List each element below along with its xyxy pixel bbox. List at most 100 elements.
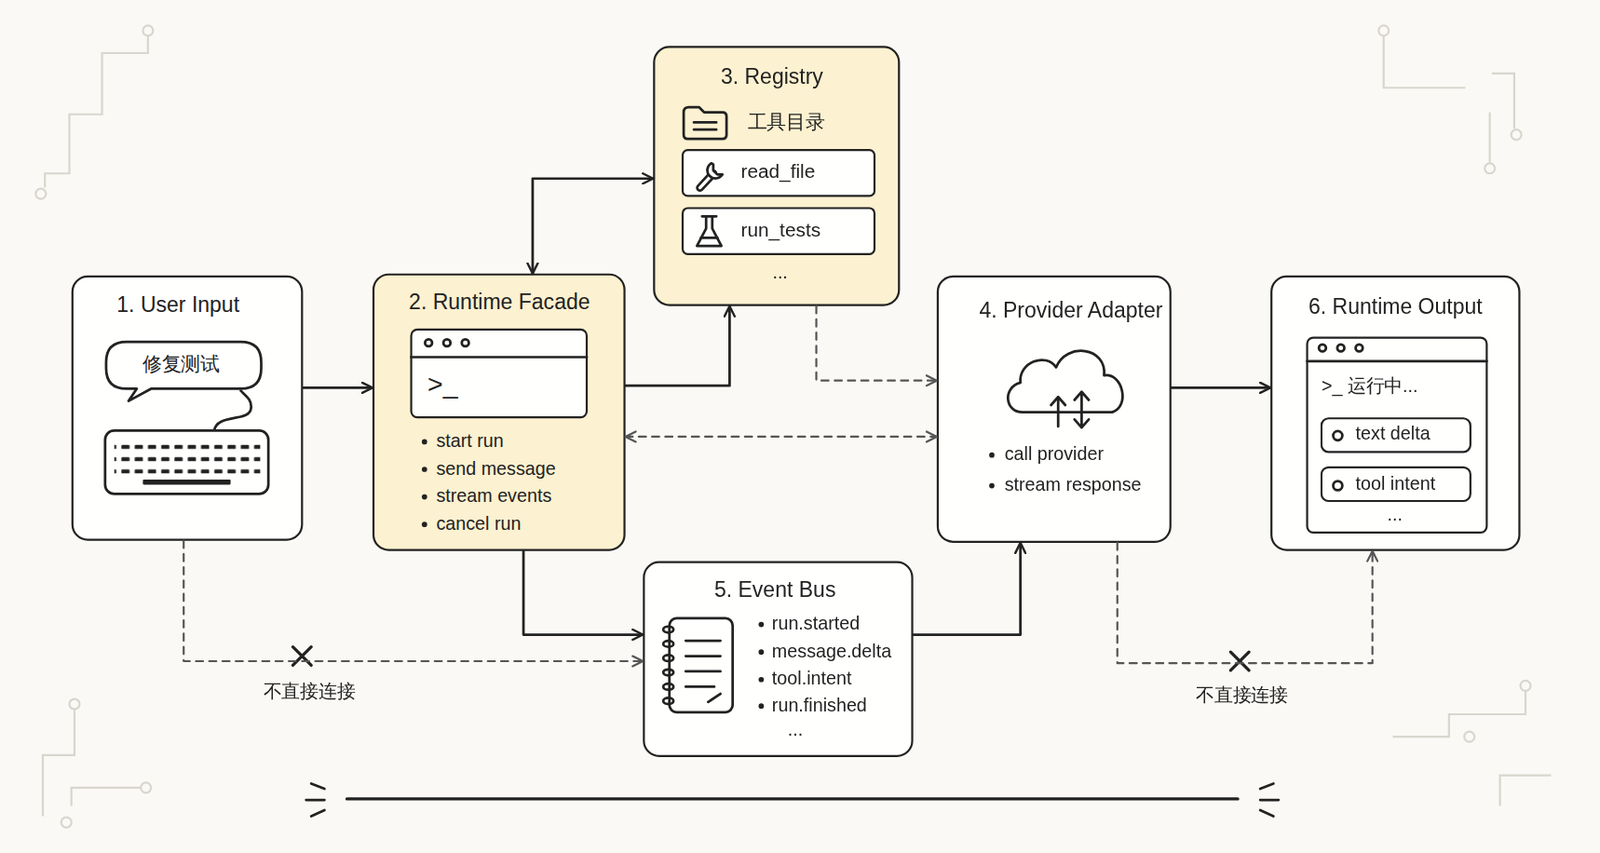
node-heading: 3. Registry: [720, 63, 824, 90]
cloud-icon: [1007, 351, 1123, 413]
circuit-pad: [1520, 680, 1532, 692]
event-chip: text delta: [1320, 417, 1472, 453]
registry-panel: 3. Registry 工具目录... read_file run_tests: [652, 45, 900, 306]
circuit-trace: [71, 787, 142, 807]
notepad-ring: [663, 669, 674, 677]
window-bar: [1307, 360, 1488, 364]
cross-mark: [1230, 651, 1249, 671]
circuit-pad: [142, 25, 153, 36]
flask-icon: [701, 236, 719, 240]
circuit-pad: [35, 189, 46, 200]
connector: [913, 542, 1021, 636]
node-text: message.delta: [772, 640, 892, 664]
node-heading: 1. User Input: [116, 290, 240, 317]
notepad-ring: [663, 683, 674, 691]
circuit-trace: [1491, 73, 1515, 129]
chip-bullet: [1332, 431, 1343, 441]
notepad-ring: [663, 697, 674, 705]
circuit-trace: [42, 708, 75, 816]
node-heading: 5. Event Bus: [714, 576, 836, 603]
bottom-rule: [347, 797, 1239, 800]
window-dot: [443, 338, 451, 347]
bullet-dot: [759, 622, 765, 628]
provider-panel: 4. Provider Adaptercall providerstream r…: [936, 275, 1172, 543]
bullet-dot: [759, 649, 765, 655]
wrench-icon: [706, 162, 722, 178]
bullet-dot: [989, 452, 995, 459]
node-text: 工具目录: [747, 109, 826, 134]
output-window: >_ 运行中......text deltatool intent: [1305, 336, 1488, 533]
circuit-pad: [1511, 129, 1522, 140]
node-heading: 修复测试: [142, 352, 220, 377]
node-text: send message: [435, 458, 556, 481]
bullet-dot: [759, 677, 765, 683]
dashed-connector: [1117, 542, 1373, 664]
node-text: stream response: [1004, 474, 1142, 497]
sync-arrow: [1074, 392, 1089, 428]
keyboard-keys: [114, 438, 261, 475]
notepad-lines: [685, 640, 720, 703]
flask-icon: [696, 216, 721, 246]
folder-icon: [683, 107, 727, 139]
circuit-pad: [69, 699, 81, 710]
speech-bubble: 修复测试: [103, 338, 263, 403]
node-heading: >_: [427, 368, 458, 401]
node-text: run.finished: [772, 694, 868, 718]
node-text: stream events: [435, 485, 552, 508]
notepad-ring: [663, 626, 674, 634]
connector: [625, 306, 731, 386]
node-heading: 6. Runtime Output: [1308, 292, 1483, 319]
window-bar: [411, 355, 587, 359]
circuit-trace: [1500, 775, 1552, 807]
chip-bullet: [1332, 481, 1343, 491]
tool-item: run_tests: [680, 206, 875, 255]
node-text: run.started: [772, 612, 860, 636]
node-text: cancel run: [435, 513, 521, 536]
window-dot: [1355, 344, 1364, 353]
keyboard-body: [105, 430, 269, 494]
keyboard-cable: [214, 391, 252, 432]
window-dot: [1337, 344, 1345, 353]
cross-mark: [292, 647, 312, 666]
node-heading: text delta: [1355, 422, 1431, 446]
edge-label: 不直接连接: [263, 680, 356, 704]
node-text: ...: [1387, 503, 1403, 527]
node-heading: tool intent: [1355, 473, 1437, 496]
node-text: start run: [435, 430, 503, 453]
event-bus-panel: 5. Event Bus run.started message.delta tool…: [642, 561, 913, 758]
circuit-pad: [140, 782, 151, 793]
dashed-connector: [183, 541, 643, 662]
connector: [532, 178, 653, 274]
event-chip: tool intent: [1320, 466, 1472, 502]
node-heading: run_tests: [740, 218, 821, 243]
input-panel: 1. User Input 修复测试: [71, 275, 304, 542]
node-text: call provider: [1004, 443, 1104, 466]
folder-icon: [693, 122, 717, 130]
tool-item: read_file: [680, 148, 875, 196]
node-text: ...: [772, 261, 787, 285]
bubble-outline: [105, 340, 261, 401]
runtime-panel: 2. Runtime Facadestart runsend messagest…: [372, 273, 626, 552]
circuit-pad: [1464, 732, 1475, 743]
connector: [523, 551, 643, 636]
circuit-trace: [1393, 691, 1526, 737]
node-text: tool.intent: [772, 667, 853, 691]
edge-label: 不直接连接: [1195, 684, 1289, 707]
notepad-ring: [663, 640, 674, 648]
circuit-trace: [1489, 112, 1492, 164]
bullet-dot: [989, 483, 995, 489]
bullet-dot: [421, 466, 428, 473]
upload-arrow: [1051, 396, 1066, 427]
connector: [302, 386, 373, 390]
notepad-icon: [669, 618, 733, 713]
node-text: ...: [787, 718, 803, 742]
keyboard-spacebar: [142, 479, 231, 485]
circuit-trace: [44, 35, 149, 188]
output-panel: 6. Runtime Output>_ 运行中......text deltat…: [1270, 275, 1520, 552]
notepad-ring: [663, 654, 674, 662]
bullet-dot: [421, 521, 428, 528]
bullet-dot: [421, 494, 428, 501]
bullet-dot: [759, 703, 765, 709]
